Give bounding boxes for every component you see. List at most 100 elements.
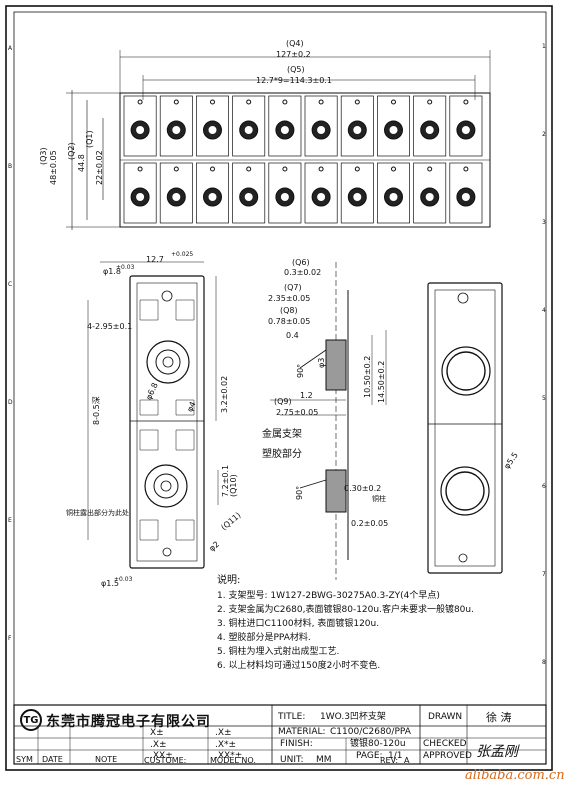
col-date: DATE <box>42 755 63 764</box>
strip-cup-center <box>280 126 289 134</box>
strip-hole <box>210 99 215 105</box>
strip-hole <box>427 166 433 172</box>
border-number: 4 <box>542 307 546 314</box>
strip-cup-center <box>136 193 145 201</box>
title-label: TITLE: <box>278 712 306 722</box>
strip-hole <box>463 166 469 172</box>
right-detail-view <box>427 282 503 574</box>
company-name: 东莞市腾冠电子有限公司 <box>46 714 211 730</box>
strip-hole <box>173 99 179 105</box>
dim-0-4: 0.4 <box>286 331 299 340</box>
border-number: 8 <box>542 659 546 666</box>
hole-top-tol: +0.03 <box>116 264 135 271</box>
strip-cell <box>340 162 374 224</box>
strip-cell <box>232 162 266 224</box>
outer-frame <box>5 5 553 771</box>
strip-cell <box>304 162 338 224</box>
strip-cup-center <box>353 193 362 201</box>
strip-hole <box>354 166 360 172</box>
border-number: 7 <box>542 571 546 578</box>
q7-label: (Q7) <box>284 283 302 292</box>
strip-cell <box>196 95 229 157</box>
dim-2-75: 2.75±0.05 <box>276 408 319 417</box>
note-item: 4. 塑胶部分是PPA材料. <box>217 633 311 643</box>
q9-label: (Q9) <box>274 397 292 406</box>
strip-hole <box>137 99 143 105</box>
col-model: MODEL NO. <box>210 756 256 765</box>
strip-cup-center <box>172 126 181 134</box>
q2-label: (Q2) <box>67 142 76 160</box>
material-value: C1100/C2680/PPA <box>330 727 411 737</box>
strip-cup-center <box>425 193 434 201</box>
strip-hole <box>137 166 143 172</box>
note-item: 3. 铜柱进口C1100材料, 表面镀银120u. <box>217 619 380 629</box>
dim-3-2: 3.2±0.02 <box>220 375 229 413</box>
dim-48: 48±0.05 <box>49 150 58 185</box>
strip-cup-center <box>244 193 253 201</box>
unit-value: MM <box>316 755 332 765</box>
border-letter: E <box>8 517 12 524</box>
border-number: 1 <box>542 43 546 50</box>
tol-xx: .X± <box>150 740 167 750</box>
note-item: 6. 以上材料均可通过150度2小时不变色. <box>217 661 381 671</box>
tol-xxx: .XX± <box>150 751 173 761</box>
notes-block: 说明: 1. 支架型号: 1W127-2BWG-30275A0.3-ZY(4个早… <box>217 571 547 673</box>
border-number: 5 <box>542 395 546 402</box>
label-metal: 金属支架 <box>262 429 302 440</box>
strip-cup-center <box>353 126 362 134</box>
angle-90-2: 90° <box>295 485 304 500</box>
finish-label: FINISH: <box>280 739 313 749</box>
strip-cell <box>196 162 229 224</box>
tol-xxx-val: .XX*± <box>215 751 243 761</box>
strip-hole <box>282 166 288 172</box>
rev-value: A <box>404 756 410 765</box>
hole-bottom: φ1.5 <box>101 579 119 588</box>
left-detail-view <box>87 261 219 569</box>
border-number: 2 <box>542 131 546 138</box>
strip-cup-center <box>461 126 470 134</box>
title-block-grid <box>13 704 547 765</box>
label-pin: 铜柱 <box>372 495 386 503</box>
hole-top: φ1.8 <box>103 267 121 276</box>
strip-cup-center <box>389 193 398 201</box>
strip-cell <box>268 95 302 157</box>
strip-cup-center <box>172 193 181 201</box>
angle-90: 90° <box>296 363 305 378</box>
strip-hole <box>173 166 179 172</box>
strip-hole <box>282 99 288 105</box>
approved-signature: 张孟刚 <box>476 744 518 760</box>
label-plastic: 塑胶部分 <box>262 449 302 460</box>
q3-label: (Q3) <box>39 147 48 165</box>
dim-phi3: φ3 <box>317 357 326 368</box>
strip-cup-center <box>208 193 217 201</box>
strip-cell <box>377 95 410 157</box>
strip-cup-center <box>136 126 145 134</box>
border-letter: B <box>8 163 13 170</box>
strip-hole <box>391 166 396 172</box>
tol-x: X± <box>150 728 164 738</box>
drawn-value: 徐 涛 <box>486 711 512 724</box>
top-view-strip <box>66 50 491 230</box>
strip-cup-center <box>244 126 253 134</box>
strip-cup-center <box>317 126 326 134</box>
strip-cell <box>232 95 266 157</box>
rev-label: REV: <box>380 756 399 765</box>
col-customer: CUSTOME: <box>144 756 187 765</box>
dim-14-50: 14.50±0.2 <box>377 360 386 403</box>
strip-hole <box>427 99 433 105</box>
tol-x-val: .X± <box>215 728 232 738</box>
col-sym: SYM <box>16 755 33 764</box>
strip-hole <box>318 99 324 105</box>
border-letter: D <box>8 399 13 406</box>
strip-cell <box>413 95 447 157</box>
dim-8-depth: 8-0.5深 <box>92 396 101 425</box>
finish-value: 镀银80-120u <box>350 739 406 749</box>
strip-cell <box>159 95 193 157</box>
strip-hole <box>354 99 360 105</box>
strip-cell <box>123 162 157 224</box>
strip-hole <box>246 166 252 172</box>
border-letter: F <box>8 635 12 642</box>
border-letter: C <box>8 281 13 288</box>
dim-10-50: 10.50±0.2 <box>363 355 372 398</box>
strip-cup-center <box>389 126 398 134</box>
